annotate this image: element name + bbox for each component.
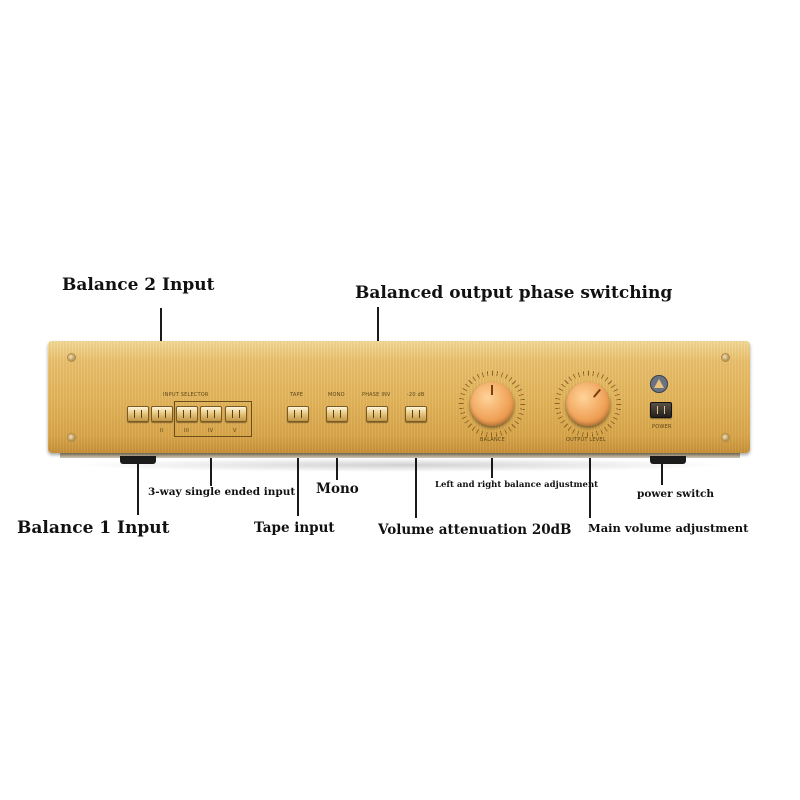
callout-tape-input: Tape input — [254, 520, 335, 536]
balance-knob[interactable] — [470, 382, 514, 426]
phase-inv-button[interactable] — [366, 406, 388, 422]
balance-indicator — [491, 385, 493, 395]
balance-label: BALANCE — [480, 437, 505, 443]
power-label: POWER — [652, 424, 672, 430]
callout-main-volume: Main volume adjustment — [588, 521, 749, 535]
roman-4: IV — [208, 428, 214, 434]
foot-left — [120, 456, 156, 464]
input-button-balance-1[interactable] — [127, 406, 149, 422]
screw-bottom-right — [722, 434, 729, 441]
screw-top-right — [722, 354, 729, 361]
input-button-4[interactable] — [200, 406, 222, 422]
callout-balance-1-input: Balance 1 Input — [17, 518, 170, 538]
input-selector-bracket — [174, 401, 252, 437]
callout-balance-2-input: Balance 2 Input — [62, 275, 215, 295]
screw-bottom-left — [68, 434, 75, 441]
phase-inv-label: PHASE INV — [362, 392, 391, 398]
power-button[interactable] — [650, 402, 672, 418]
roman-2: II — [160, 428, 164, 434]
foot-right — [650, 456, 686, 464]
output-level-indicator — [593, 388, 601, 398]
leader-3way-a — [210, 436, 212, 486]
roman-3: III — [184, 428, 190, 434]
preamp-front-panel — [48, 341, 750, 453]
leader-lr-balance — [491, 440, 493, 478]
minus-20db-button[interactable] — [405, 406, 427, 422]
output-level-label: OUTPUT LEVEL — [566, 437, 606, 443]
input-selector-label: INPUT SELECTOR — [163, 392, 209, 398]
device-shadow — [70, 458, 730, 472]
leader-tape — [297, 420, 299, 516]
tape-button[interactable] — [287, 406, 309, 422]
mono-label: MONO — [328, 392, 345, 398]
screw-top-left — [68, 354, 75, 361]
callout-3way-single-ended: 3-way single ended input — [148, 486, 296, 498]
balance-knob-assembly — [456, 368, 528, 440]
brand-logo-icon — [650, 375, 668, 393]
leader-main-volume — [589, 440, 591, 518]
callout-mono: Mono — [316, 481, 359, 497]
input-button-5[interactable] — [225, 406, 247, 422]
tape-label: TAPE — [290, 392, 304, 398]
roman-5: V — [233, 428, 237, 434]
input-button-3[interactable] — [176, 406, 198, 422]
minus-20db-label: -20 dB — [407, 392, 425, 398]
output-level-knob[interactable] — [566, 382, 610, 426]
chassis-bottom — [60, 452, 740, 458]
input-button-balance-2[interactable] — [151, 406, 173, 422]
leader-attenuation — [415, 420, 417, 518]
callout-lr-balance: Left and right balance adjustment — [435, 480, 599, 490]
callout-power-switch: power switch — [637, 488, 715, 500]
callout-volume-attenuation: Volume attenuation 20dB — [378, 522, 572, 538]
output-level-knob-assembly — [552, 368, 624, 440]
leader-balance-1 — [137, 420, 139, 515]
callout-balanced-output-phase: Balanced output phase switching — [355, 283, 673, 303]
mono-button[interactable] — [326, 406, 348, 422]
